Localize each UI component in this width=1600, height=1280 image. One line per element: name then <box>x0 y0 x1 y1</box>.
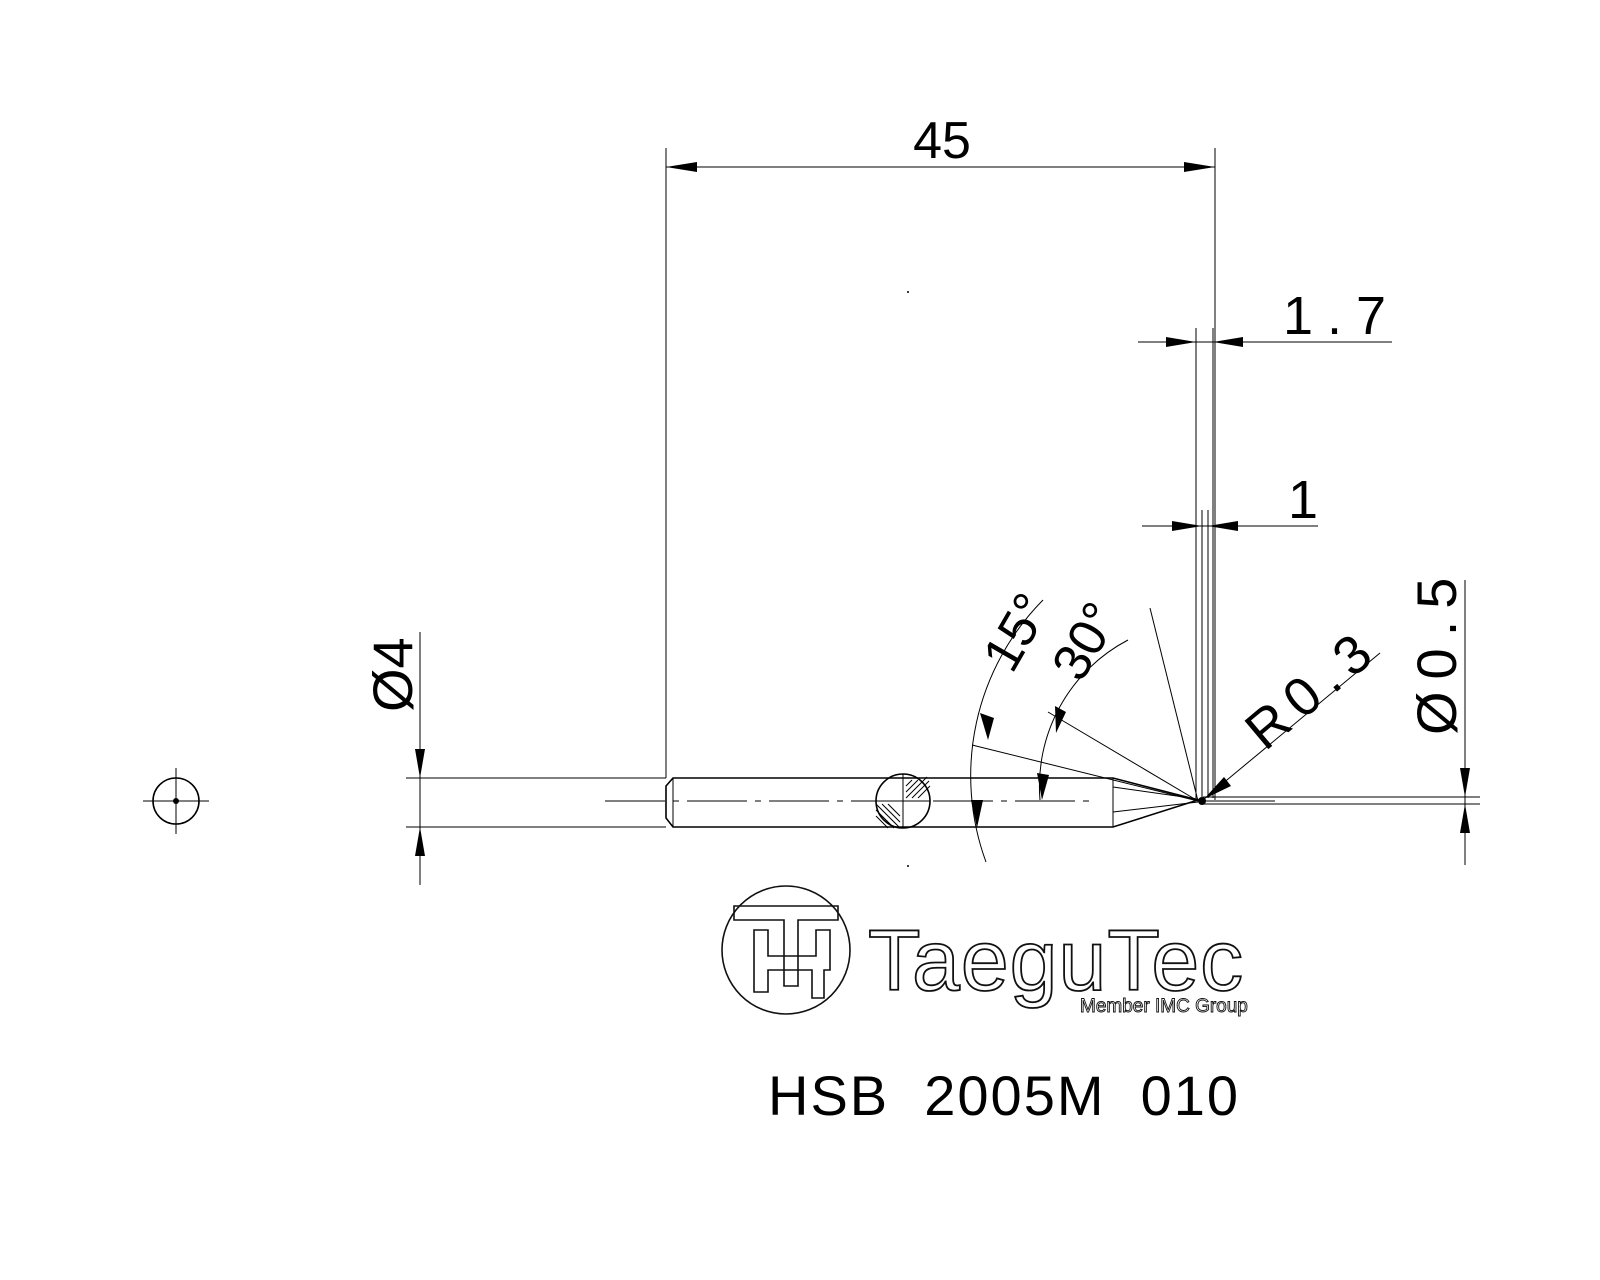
tool-outline <box>605 773 1275 829</box>
dimension-radius: R0.3 <box>1203 616 1391 800</box>
logo-emblem-icon <box>721 885 851 1015</box>
length-2-label: 1 <box>1288 470 1318 530</box>
overall-length-label: 45 <box>913 112 971 170</box>
section-symbol <box>875 773 931 829</box>
angle-1-label: 15° <box>972 584 1062 681</box>
projection-symbol <box>143 768 209 834</box>
dimension-length-2: 1 <box>1142 470 1318 798</box>
logo-wordmark: TaeguTec <box>868 913 1244 1009</box>
logo-tagline: Member IMC Group <box>1080 996 1248 1017</box>
product-code: HSB 2005M 010 <box>768 1064 1240 1127</box>
radius-label: R0.3 <box>1234 616 1391 761</box>
dimension-shank-diameter: Ø4 <box>361 632 666 885</box>
length-1-label: 1.7 <box>1283 286 1400 346</box>
angle-2-label: 30° <box>1041 593 1131 690</box>
shank-diameter-label: Ø4 <box>361 637 424 712</box>
angle-dimensions: 15° 30° <box>970 584 1199 863</box>
dimension-overall-length: 45 <box>665 112 1216 800</box>
taegutec-logo: TaeguTec Member IMC Group <box>721 885 1248 1017</box>
tip-diameter-label: Ø0.5 <box>1405 566 1468 735</box>
dimension-length-1: 1.7 <box>1138 286 1400 798</box>
dimension-tip-diameter: Ø0.5 <box>1203 566 1480 865</box>
